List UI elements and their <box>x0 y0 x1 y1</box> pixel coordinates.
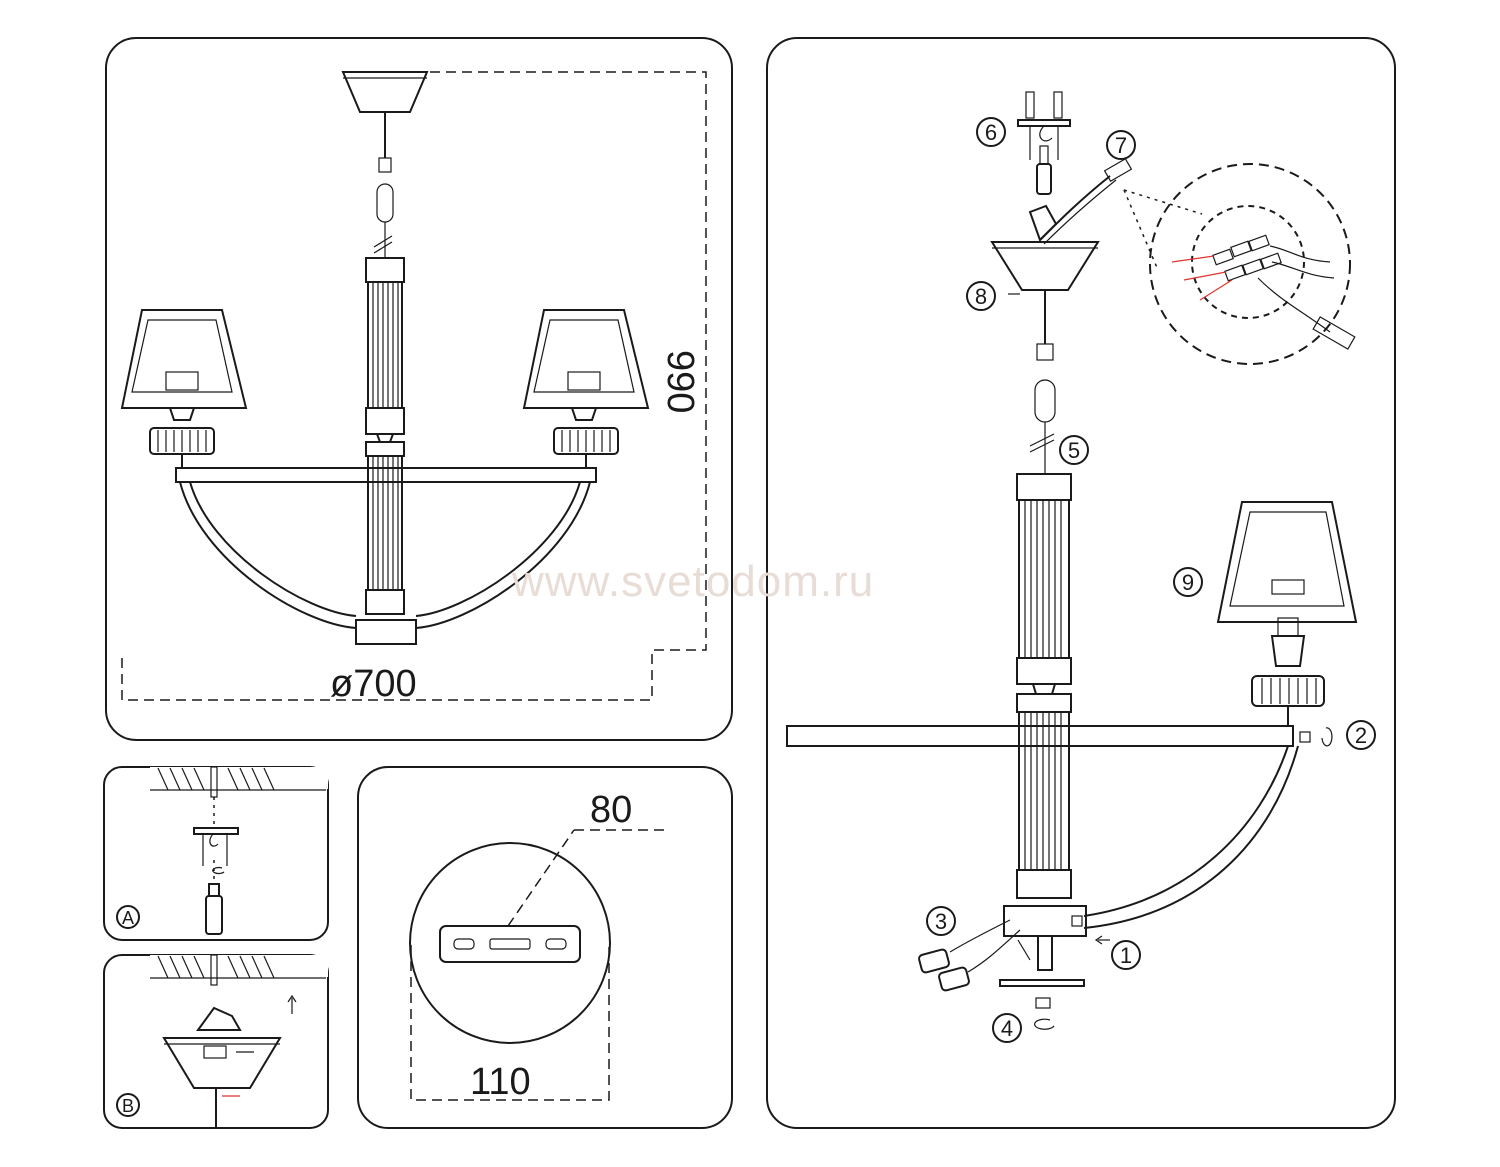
dimension-lines <box>121 71 707 701</box>
lamp-shade <box>1216 501 1358 623</box>
mounting-bar <box>439 925 581 963</box>
wiring-detail <box>1149 163 1356 365</box>
cover-plate <box>999 979 1085 987</box>
mount-bracket <box>1028 204 1058 242</box>
canopy <box>990 241 1100 291</box>
canopy-b <box>162 1037 282 1089</box>
step-9-label: 9 <box>1182 570 1194 595</box>
inset-a-label: A <box>122 908 134 928</box>
overview-panel: ø700 990 <box>105 37 733 741</box>
step-2-label: 2 <box>1355 723 1367 748</box>
ceiling-fixing <box>1017 91 1071 195</box>
step-1-label: 1 <box>1120 943 1132 968</box>
watermark: www.svetodom.ru <box>511 557 874 606</box>
bulb-sockets <box>918 919 1031 992</box>
crossbar <box>786 725 1294 747</box>
assembly-panel: 6 7 <box>766 37 1396 1129</box>
shade-left <box>120 309 248 409</box>
lamp-assembly <box>1216 501 1358 747</box>
bolt <box>1037 935 1053 971</box>
diameter-label: ø700 <box>330 663 417 705</box>
lamp-right <box>522 309 650 468</box>
hook-icon <box>209 833 219 847</box>
screwdriver-icon <box>205 895 223 935</box>
lamp-left <box>120 309 248 468</box>
screwdriver-icon <box>1036 163 1052 195</box>
height-label: 990 <box>659 350 701 413</box>
mount-width-label: 110 <box>470 1061 531 1103</box>
crossbar <box>175 467 597 483</box>
shade-right <box>522 309 650 409</box>
step-6-label: 6 <box>985 120 997 145</box>
inset-b-label: B <box>122 1096 134 1116</box>
arm-left <box>179 481 357 629</box>
step-3-label: 3 <box>935 909 947 934</box>
mount-slot-label: 80 <box>590 789 632 831</box>
canopy <box>341 71 429 113</box>
arm-right <box>415 481 591 629</box>
step-5-label: 5 <box>1068 438 1080 463</box>
mount-panel: 80 110 <box>357 766 733 1129</box>
arm <box>1083 745 1289 917</box>
mount-bracket <box>196 1006 242 1031</box>
canopy-plate <box>409 842 611 1044</box>
hub-block <box>355 619 417 645</box>
inset-a: A <box>103 766 329 941</box>
step-8-label: 8 <box>975 284 987 309</box>
mounting-plate <box>193 827 239 835</box>
inset-b: B <box>103 954 329 1129</box>
step-7-label: 7 <box>1115 133 1127 158</box>
step-4-label: 4 <box>1001 1016 1013 1041</box>
